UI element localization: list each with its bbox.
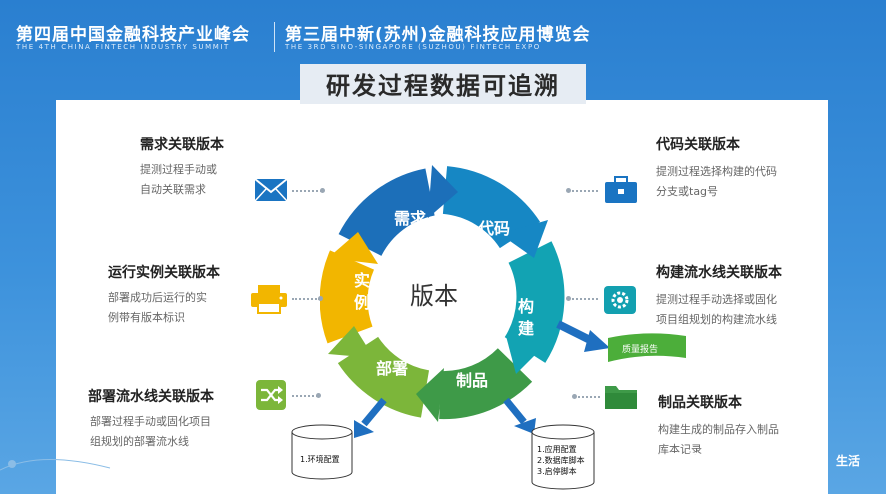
expo-title: 第三届中新(苏州)金融科技应用博览会 [285, 25, 591, 45]
artifact-version-desc-1: 构建生成的制品存入制品 [658, 423, 779, 436]
decorative-swirl [0, 458, 111, 471]
deploy-pipeline-version-desc-2: 组规划的部署流水线 [90, 435, 189, 448]
artifact-item-1: 1.应用配置 [537, 445, 577, 454]
artifact-database [531, 424, 595, 490]
version-center-label: 版本 [410, 282, 458, 310]
cycle-arrowhead-1 [428, 165, 458, 218]
envelope-icon [254, 178, 288, 202]
cycle-segment-xuqiu [338, 168, 436, 257]
shuffle-icon [256, 380, 286, 410]
connector-dots [292, 395, 318, 397]
connector-end [318, 296, 323, 301]
corner-logo: 生活 [836, 454, 861, 468]
requirement-version-desc-1: 提测过程手动或 [140, 163, 217, 176]
header-divider [274, 22, 275, 52]
requirement-version-title: 需求关联版本 [140, 137, 224, 153]
build-pipeline-version-title: 构建流水线关联版本 [656, 265, 782, 281]
cycle-label-shili: 实例 [353, 271, 370, 312]
cycle-segment-zhipin [439, 347, 533, 420]
connector-end [320, 188, 325, 193]
cycle-arrowhead-4 [416, 368, 444, 422]
connector-dots [292, 190, 322, 192]
cycle-segment-shili [320, 250, 375, 344]
code-version-desc-2: 分支或tag号 [656, 185, 719, 198]
cycle-arrowhead-3 [506, 336, 546, 374]
env-config-database [291, 424, 353, 480]
code-version-desc-1: 提测过程选择构建的代码 [656, 165, 777, 178]
zhihu-watermark: 知乎 @BoCloud博云 [618, 449, 817, 473]
arrow-to-artifact-db [503, 397, 536, 434]
quality-report-badge [608, 333, 686, 362]
code-version-title: 代码关联版本 [656, 137, 740, 153]
folder-icon [605, 386, 637, 409]
connector-dots [568, 298, 598, 300]
connector-dots [574, 396, 600, 398]
artifact-version-title: 制品关联版本 [658, 395, 742, 411]
quality-report-label: 质量报告 [622, 345, 659, 355]
cycle-label-goujian: 构建 [517, 297, 534, 338]
cycle-label-xuqiu: 需求 [394, 209, 427, 228]
deploy-pipeline-version-title: 部署流水线关联版本 [88, 389, 214, 405]
instance-version-desc-2: 例带有版本标识 [108, 311, 185, 324]
cycle-arrowhead-5 [328, 326, 374, 358]
slide-panel [56, 100, 828, 494]
cycle-label-bushu: 部署 [376, 359, 409, 378]
artifact-item-2: 2.数据库脚本 [537, 456, 585, 465]
connector-end [566, 188, 571, 193]
title-band [300, 64, 586, 104]
cycle-label-zhipin: 制品 [456, 371, 489, 390]
instance-version-desc-1: 部署成功后运行的实 [108, 291, 207, 304]
connector-dots [568, 190, 598, 192]
cycle-arrowhead-2 [500, 220, 548, 258]
cycle-arrowhead-6 [328, 232, 378, 264]
summit-title: 第四届中国金融科技产业峰会 [16, 25, 250, 45]
event-header: 第四届中国金融科技产业峰会 THE 4TH CHINA FINTECH INDU… [0, 0, 886, 100]
gear-icon [604, 286, 636, 314]
requirement-version-desc-2: 自动关联需求 [140, 183, 206, 196]
build-pipeline-version-desc-1: 提测过程手动选择或固化 [656, 293, 777, 306]
expo-subtitle: THE 3RD SINO-SINGAPORE (SUZHOU) FINTECH … [285, 43, 541, 51]
printer-icon [251, 285, 287, 314]
artifact-item-3: 3.启停脚本 [537, 467, 577, 476]
version-cycle-diagram [320, 165, 565, 422]
env-config-text: 1.环境配置 [300, 455, 340, 464]
artifact-version-desc-2: 库本记录 [658, 443, 702, 456]
slide-title: 研发过程数据可追溯 [326, 72, 560, 100]
cycle-segment-goujian [504, 241, 565, 363]
connector-dots [292, 298, 320, 300]
connector-end [316, 393, 321, 398]
build-pipeline-version-desc-2: 项目组规划的构建流水线 [656, 313, 777, 326]
connector-end [566, 296, 571, 301]
summit-subtitle: THE 4TH CHINA FINTECH INDUSTRY SUMMIT [16, 43, 230, 51]
arrow-to-env-db [354, 397, 387, 438]
connector-end [572, 394, 577, 399]
instance-version-title: 运行实例关联版本 [108, 265, 220, 281]
arrow-to-report [556, 320, 610, 352]
cycle-label-daima: 代码 [478, 219, 511, 238]
deploy-pipeline-version-desc-1: 部署过程手动或固化项目 [90, 415, 211, 428]
briefcase-icon [605, 176, 637, 203]
